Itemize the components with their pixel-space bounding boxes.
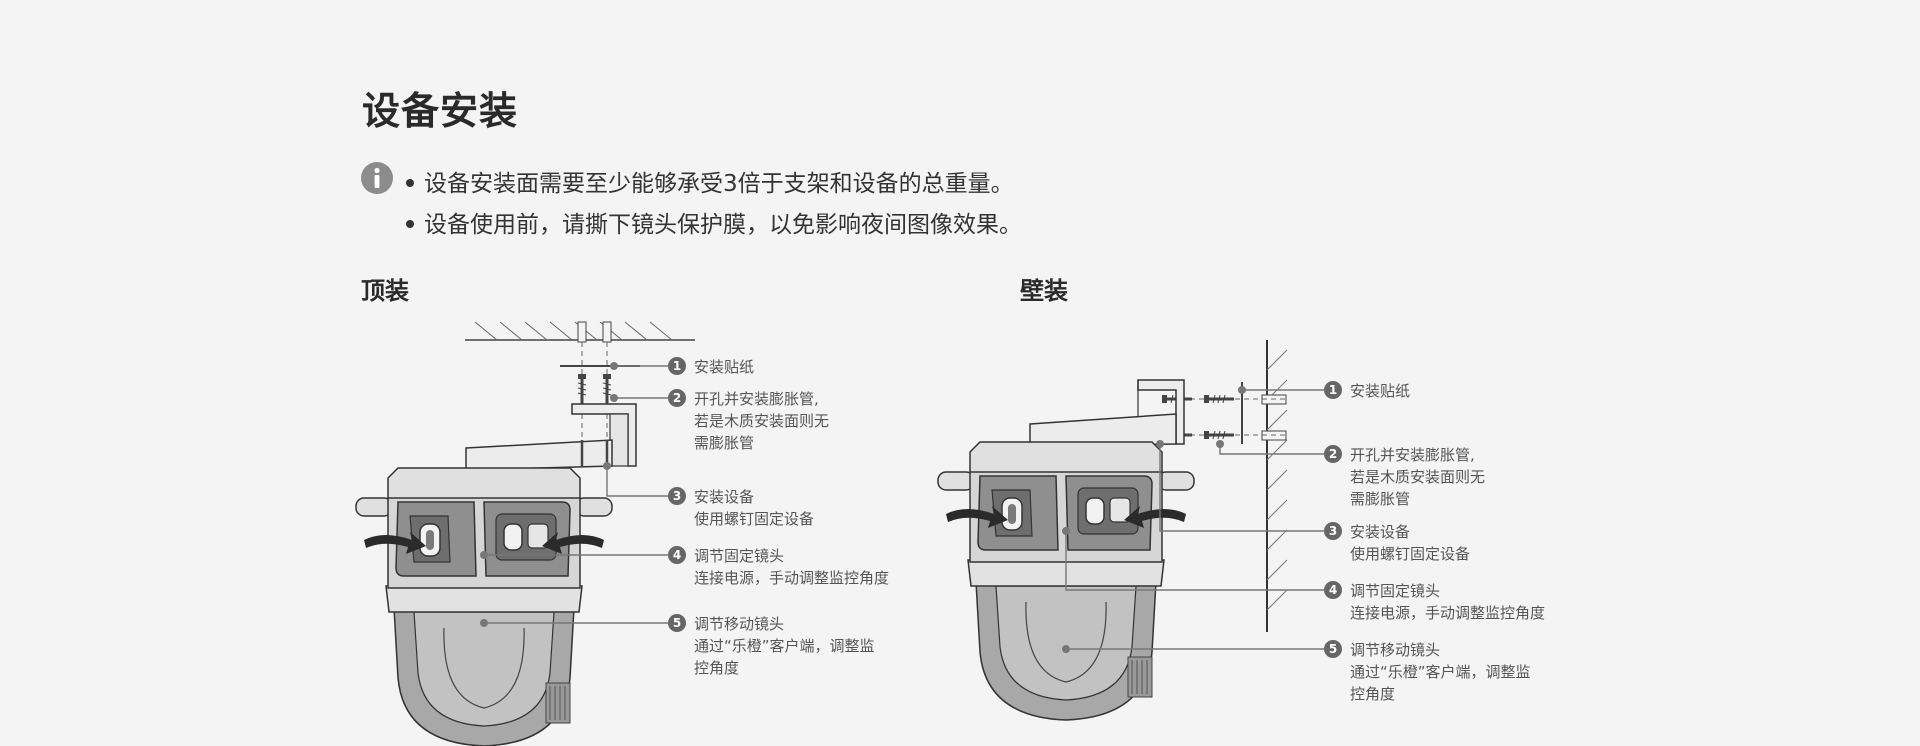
step-badge (668, 357, 686, 375)
step-number: 4 (1329, 583, 1337, 597)
info-icon (361, 162, 393, 194)
step-text: 调节移动镜头 (1350, 641, 1440, 659)
step-number: 3 (673, 489, 681, 503)
ceiling-step-1: 1 安装贴纸 (668, 357, 754, 376)
bullet-icon (406, 178, 414, 187)
wall-section-title: 壁装 (1020, 277, 1068, 305)
step-text: 使用螺钉固定设备 (694, 510, 814, 528)
step-number: 2 (1329, 447, 1337, 461)
step-text: 控角度 (694, 659, 739, 677)
step-text: 通过“乐橙”客户端，调整监 (1350, 663, 1531, 681)
step-text: 若是木质安装面则无 (1350, 468, 1485, 486)
ceiling-step-3: 3 安装设备 使用螺钉固定设备 (668, 487, 814, 528)
step-text: 安装贴纸 (694, 358, 754, 376)
step-text: 安装设备 (1350, 523, 1410, 541)
bullet-icon (406, 219, 414, 228)
wall-step-1: 1 安装贴纸 (1324, 381, 1410, 400)
ceiling-step-2: 2 开孔并安装膨胀管, 若是木质安装面则无 需膨胀管 (668, 389, 829, 452)
step-badge (668, 487, 686, 505)
step-badge (668, 614, 686, 632)
note-text: 设备安装面需要至少能够承受3倍于支架和设备的总重量。 (424, 171, 1014, 197)
step-number: 5 (1329, 642, 1337, 656)
step-badge (1324, 381, 1342, 399)
step-text: 安装贴纸 (1350, 382, 1410, 400)
ceiling-step-5: 5 调节移动镜头 通过“乐橙”客户端，调整监 控角度 (668, 614, 875, 677)
wall-step-5: 5 调节移动镜头 通过“乐橙”客户端，调整监 控角度 (1324, 640, 1531, 703)
step-number: 5 (673, 616, 681, 630)
step-number: 4 (673, 548, 681, 562)
step-number: 1 (1329, 383, 1337, 397)
note-text: 设备使用前，请撕下镜头保护膜，以免影响夜间图像效果。 (424, 212, 1022, 238)
ceiling-mount-diagram (355, 321, 695, 746)
note-item: 设备安装面需要至少能够承受3倍于支架和设备的总重量。 (406, 164, 1014, 198)
step-badge (1324, 640, 1342, 658)
wall-step-2: 2 开孔并安装膨胀管, 若是木质安装面则无 需膨胀管 (1324, 445, 1485, 508)
step-text: 调节固定镜头 (694, 547, 784, 565)
step-number: 3 (1329, 524, 1337, 538)
step-text: 控角度 (1350, 685, 1395, 703)
ceiling-step-4: 4 调节固定镜头 连接电源，手动调整监控角度 (668, 546, 889, 587)
step-text: 需膨胀管 (694, 434, 754, 452)
step-text: 连接电源，手动调整监控角度 (1350, 604, 1545, 622)
step-number: 1 (673, 359, 681, 373)
step-badge (668, 546, 686, 564)
step-badge (1324, 445, 1342, 463)
step-badge (668, 389, 686, 407)
wall-step-4: 4 调节固定镜头 连接电源，手动调整监控角度 (1324, 581, 1545, 622)
step-text: 连接电源，手动调整监控角度 (694, 569, 889, 587)
step-text: 开孔并安装膨胀管, (1350, 446, 1475, 464)
wall-step-3: 3 安装设备 使用螺钉固定设备 (1324, 522, 1470, 563)
ceiling-section-title: 顶装 (361, 277, 409, 305)
step-text: 需膨胀管 (1350, 490, 1410, 508)
step-text: 调节移动镜头 (694, 615, 784, 633)
step-text: 使用螺钉固定设备 (1350, 545, 1470, 563)
step-text: 调节固定镜头 (1350, 582, 1440, 600)
step-badge (1324, 581, 1342, 599)
step-text: 若是木质安装面则无 (694, 412, 829, 430)
step-badge (1324, 522, 1342, 540)
step-text: 通过“乐橙”客户端，调整监 (694, 637, 875, 655)
step-text: 开孔并安装膨胀管, (694, 390, 819, 408)
step-text: 安装设备 (694, 488, 754, 506)
wall-mount-diagram (937, 340, 1288, 721)
step-number: 2 (673, 391, 681, 405)
page-title: 设备安装 (362, 89, 519, 133)
note-item: 设备使用前，请撕下镜头保护膜，以免影响夜间图像效果。 (406, 205, 1022, 239)
